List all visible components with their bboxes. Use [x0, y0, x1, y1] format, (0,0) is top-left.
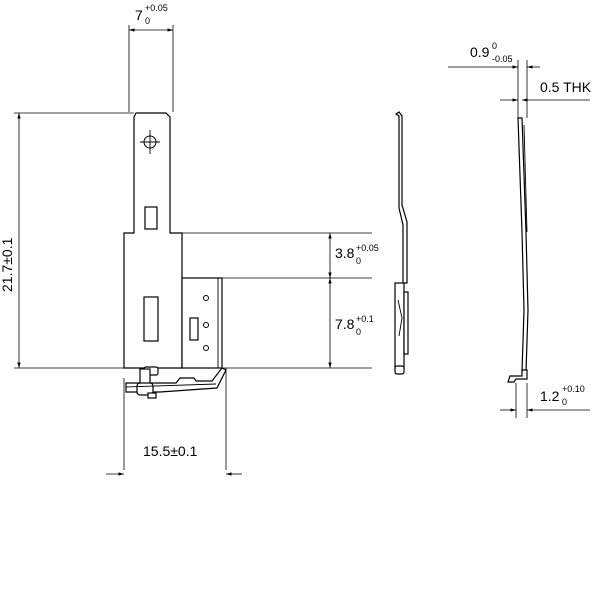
dim-overall-height: 21.7±0.1 [0, 112, 134, 369]
dim-tab-width-tol-upper: +0.05 [145, 3, 168, 13]
plate-slot [189, 317, 199, 341]
side-view-clip [403, 291, 409, 355]
profile-view-body [517, 117, 529, 373]
plate-hole-1 [203, 295, 209, 301]
dim-upper-step-tol-lower: 0 [356, 256, 361, 266]
dim-clearance-tol-upper: 0 [492, 41, 497, 51]
front-view [123, 112, 223, 376]
bottom-view-edge [125, 383, 217, 388]
dim-thickness: 0.5 THK [500, 79, 592, 102]
dim-foot-offset: 1.2 +0.10 0 [500, 383, 590, 418]
dim-tab-width: 7 +0.05 0 [128, 3, 174, 112]
dim-foot-offset-value: 1.2 [540, 388, 560, 404]
plate-hole-2 [203, 322, 209, 328]
side-view-tab [394, 111, 408, 284]
dim-base-width: 15.5±0.1 [106, 368, 242, 476]
front-view-plate [181, 277, 223, 369]
dim-clearance-value: 0.9 [470, 44, 490, 60]
dim-upper-step-value: 3.8 [335, 245, 355, 261]
dim-lower-step-value: 7.8 [335, 316, 355, 332]
dim-clearance-tol-lower: -0.05 [492, 54, 513, 64]
dim-overall-height-text: 21.7±0.1 [0, 237, 15, 292]
dim-step-heights: 3.8 +0.05 0 7.8 +0.1 0 [182, 232, 379, 369]
bottom-view [125, 367, 227, 399]
side-view-spring [397, 299, 403, 337]
dim-tab-width-value: 7 [135, 7, 143, 23]
dim-lower-step-tol-upper: +0.1 [356, 314, 374, 324]
bottom-view-post [139, 368, 151, 385]
dim-tab-width-tol-lower: 0 [145, 16, 150, 26]
side-view-foot [394, 365, 405, 375]
dim-foot-offset-tol-lower: 0 [562, 397, 567, 407]
bottom-view-pin [147, 392, 157, 399]
body-slot-lower [143, 296, 159, 342]
dim-thickness-text: 0.5 THK [540, 79, 592, 95]
side-view [394, 111, 409, 375]
dim-foot-offset-tol-upper: +0.10 [562, 384, 585, 394]
dim-clearance: 0.9 0 -0.05 [448, 41, 540, 118]
plate-hole-3 [203, 345, 209, 351]
side-view-body [394, 282, 405, 369]
dim-lower-step-tol-lower: 0 [356, 327, 361, 337]
profile-view-foot [507, 369, 528, 383]
dim-base-width-text: 15.5±0.1 [143, 443, 198, 459]
dim-upper-step-tol-upper: +0.05 [356, 243, 379, 253]
profile-inner-line [523, 124, 528, 233]
body-slot-upper [144, 206, 158, 230]
profile-view [507, 117, 529, 383]
